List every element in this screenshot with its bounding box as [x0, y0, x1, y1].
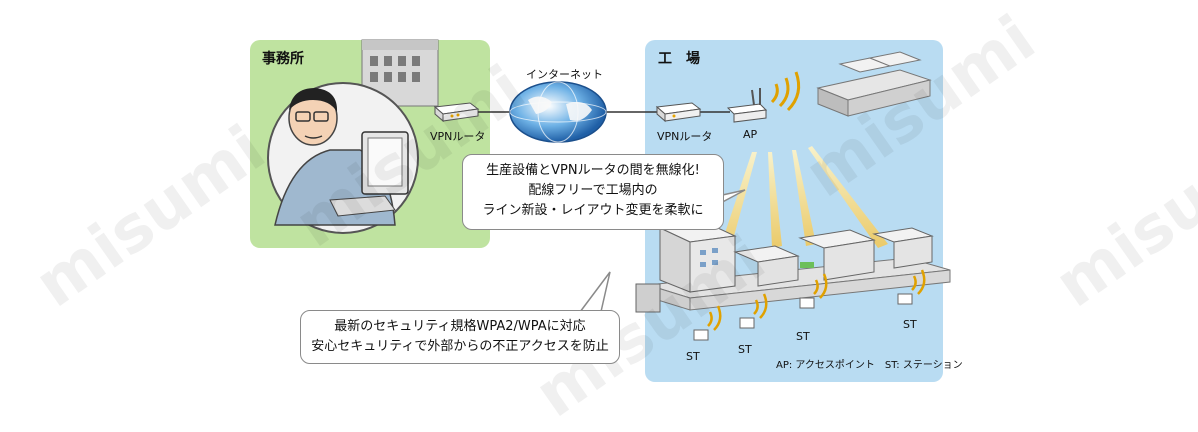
- ap-label: AP: [743, 128, 758, 141]
- callout-top-line3: ライン新設・レイアウト変更を柔軟に: [482, 203, 704, 218]
- station-2-icon: [739, 293, 768, 329]
- office-worker-icon: [267, 82, 419, 234]
- callout-bottom-line1: 最新のセキュリティ規格WPA2/WPAに対応: [334, 319, 586, 334]
- callout-bottom-line2: 安心セキュリティで外部からの不正アクセスを防止: [311, 339, 609, 354]
- wireless-beams: [718, 146, 888, 258]
- station-1-label: ST: [686, 350, 700, 363]
- station-3-label: ST: [796, 330, 810, 343]
- office-router-label: VPNルータ: [430, 130, 486, 143]
- station-1-icon: [693, 305, 722, 341]
- station-4-label: ST: [903, 318, 917, 331]
- callout-top-line2: 配線フリーで工場内の: [528, 183, 658, 198]
- callout-top: 生産設備とVPNルータの間を無線化! 配線フリーで工場内の ライン新設・レイアウ…: [462, 154, 724, 230]
- internet-label: インターネット: [526, 68, 603, 81]
- legend: AP: アクセスポイント ST: ステーション: [776, 360, 963, 371]
- office-vpn-router-icon: [433, 102, 480, 123]
- factory-router-label: VPNルータ: [657, 130, 713, 143]
- station-2-label: ST: [738, 343, 752, 356]
- office-label: 事務所: [262, 51, 304, 67]
- station-3-icon: [799, 273, 828, 309]
- factory-vpn-router-icon: [655, 102, 702, 123]
- internet-globe-icon: [509, 81, 607, 143]
- callout-top-line1: 生産設備とVPNルータの間を無線化!: [486, 163, 700, 178]
- factory-label: 工 場: [658, 51, 700, 67]
- station-4-icon: [897, 269, 926, 305]
- access-point-icon: [726, 71, 801, 123]
- factory-building-icon: [816, 51, 932, 117]
- diagram: misumi misumi misumi misumi misumi 事務所 工…: [22, 2, 1198, 432]
- callout-bottom: 最新のセキュリティ規格WPA2/WPAに対応 安心セキュリティで外部からの不正ア…: [300, 310, 620, 364]
